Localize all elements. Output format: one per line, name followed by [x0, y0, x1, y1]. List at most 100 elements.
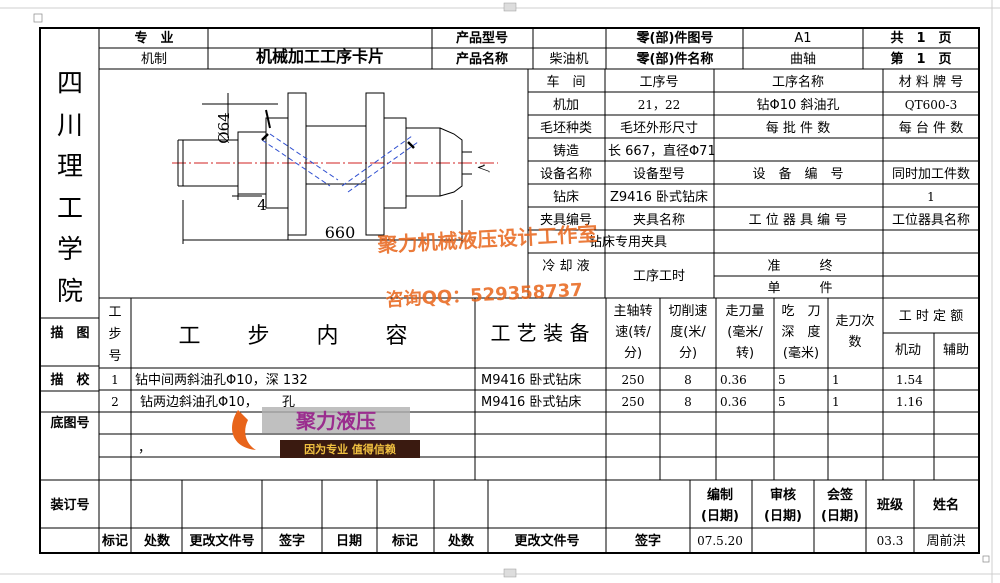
- equip-name-label: 设备名称: [540, 166, 592, 182]
- card-title: 机械加工工序卡片: [256, 47, 384, 66]
- step-1-content: 钻中间两斜油孔Φ10，深 132: [135, 373, 308, 388]
- flame-icon: [232, 410, 256, 450]
- part-no-label: 零(部)件图号: [636, 30, 714, 46]
- step-2-depth: 5: [778, 395, 786, 409]
- unit-label: 单 件: [767, 281, 832, 296]
- time-quota-header: 工 时 定 额: [899, 309, 963, 324]
- part-name-value: 曲轴: [790, 52, 816, 67]
- equip-model-value: Z9416 卧式钻床: [610, 190, 708, 205]
- step-1-no: 1: [111, 373, 119, 387]
- product-model-label: 产品型号: [456, 30, 508, 46]
- equip-name-value: 钻床: [553, 190, 579, 205]
- diameter-dim: Ø64: [215, 112, 233, 143]
- step-1-equip: M9416 卧式钻床: [481, 373, 581, 388]
- sign-label-1: 会签: [827, 487, 854, 503]
- per-batch-label: 每 批 件 数: [766, 120, 830, 136]
- station-name-label: 工位器具名称: [892, 212, 970, 228]
- watermark-logo: 聚力液压 因为专业 值得信赖: [232, 407, 420, 458]
- move-handle[interactable]: [33, 13, 43, 23]
- blank-type-value: 铸造: [553, 143, 579, 159]
- fixture-name-value: 钻床专用夹具: [589, 235, 667, 250]
- spindle-header-2: 速(转/: [615, 325, 651, 340]
- station-no-label: 工 位 器 具 编 号: [749, 213, 848, 228]
- step-no-header-1: 工: [108, 305, 121, 320]
- compile-label-1: 编制: [707, 487, 733, 503]
- blank-size-value: 长 667，直径Φ71: [608, 144, 716, 159]
- footer-date-value: 07.5.20: [697, 534, 743, 548]
- step-2-content-tail: 孔: [282, 395, 295, 410]
- logo-subtext: 因为专业 值得信赖: [304, 442, 396, 456]
- step-1-feed: 0.36: [720, 373, 747, 387]
- step-2-no: 2: [111, 395, 119, 409]
- step-1-passes: 1: [832, 373, 840, 387]
- step-no-header-3: 号: [108, 349, 121, 364]
- spindle-header-1: 主轴转: [613, 304, 652, 319]
- resize-handle[interactable]: [982, 555, 990, 563]
- sign-label-2: (日期): [821, 509, 859, 524]
- major-label: 专 业: [134, 30, 173, 46]
- binding-no-label: 装订号: [49, 497, 89, 513]
- step-content-header: 工 步 内 容: [179, 324, 428, 349]
- machine-time-header: 机动: [895, 343, 921, 358]
- step-1-depth: 5: [778, 373, 786, 387]
- footer-signature-1: 签字: [278, 533, 305, 549]
- school-char-2: 川: [57, 111, 83, 141]
- blank-size-label: 毛坯外形尺寸: [620, 121, 698, 136]
- cut-speed-header-3: 分): [679, 346, 697, 361]
- page-handle-bottom[interactable]: [503, 568, 517, 578]
- op-time-label: 工序工时: [633, 269, 685, 284]
- total-pages: 共 1 页: [890, 30, 951, 46]
- depth-header-3: (毫米): [783, 345, 819, 361]
- equip-no-label: 设 备 编 号: [752, 166, 843, 182]
- step-2-speed: 250: [622, 395, 645, 409]
- stray-comma: ，: [138, 441, 151, 456]
- footer-count-1: 处数: [143, 533, 171, 549]
- school-char-5: 学: [57, 235, 83, 265]
- part-no-value: A1: [794, 31, 811, 46]
- feed-header-3: 转): [736, 346, 754, 361]
- name-label: 姓名: [932, 497, 959, 513]
- small-dim: 4: [257, 196, 267, 214]
- check-label: 描 校: [50, 372, 90, 388]
- op-no-label: 工序号: [639, 75, 678, 90]
- step-2-feed: 0.36: [720, 395, 747, 409]
- footer-mark-2: 标记: [391, 533, 418, 549]
- footer-date-1: 日期: [336, 534, 362, 549]
- workshop-label: 车 间: [546, 74, 585, 90]
- step-2-equip: M9416 卧式钻床: [481, 395, 581, 410]
- material-value: QT600-3: [905, 98, 957, 112]
- review-label-1: 审核: [770, 487, 796, 503]
- footer-class-value: 03.3: [877, 534, 904, 548]
- class-label: 班级: [877, 497, 904, 513]
- step-2-content: 钻两边斜油孔Φ10，: [140, 395, 258, 410]
- step-1-machine: 1.54: [896, 373, 923, 387]
- page-number: 第 1 页: [890, 51, 951, 67]
- footer-change-doc-1: 更改文件号: [189, 533, 254, 549]
- step-1-speed: 250: [622, 373, 645, 387]
- spindle-header-3: 分): [624, 346, 642, 361]
- page-handle-top[interactable]: [503, 2, 517, 12]
- depth-header-1: 吃 刀: [781, 303, 820, 319]
- step-2-machine: 1.16: [896, 395, 923, 409]
- coolant-label: 冷 却 液: [542, 259, 589, 274]
- footer-change-doc-2: 更改文件号: [514, 533, 579, 549]
- product-name-value: 柴油机: [549, 52, 588, 67]
- school-char-6: 院: [57, 277, 83, 307]
- length-dim: 660: [325, 223, 356, 242]
- cut-speed-header-2: 度(米/: [670, 324, 706, 340]
- depth-header-2: 深 度: [781, 324, 820, 340]
- major-value: 机制: [141, 52, 167, 67]
- simul-label: 同时加工件数: [892, 167, 970, 182]
- step-1-cut-speed: 8: [684, 373, 692, 387]
- school-char-4: 工: [57, 194, 83, 224]
- footer-count-2: 处数: [447, 533, 475, 549]
- passes-header-1: 走刀次: [835, 313, 874, 329]
- material-label: 材 料 牌 号: [899, 74, 963, 90]
- feed-header-1: 走刀量: [725, 304, 764, 319]
- cut-speed-header-1: 切削速: [668, 304, 707, 319]
- footer-mark-1: 标记: [101, 533, 128, 549]
- op-name-value: 钻Φ10 斜油孔: [757, 98, 840, 113]
- fixture-no-label: 夹具编号: [540, 213, 592, 228]
- op-no-value: 21，22: [638, 98, 681, 112]
